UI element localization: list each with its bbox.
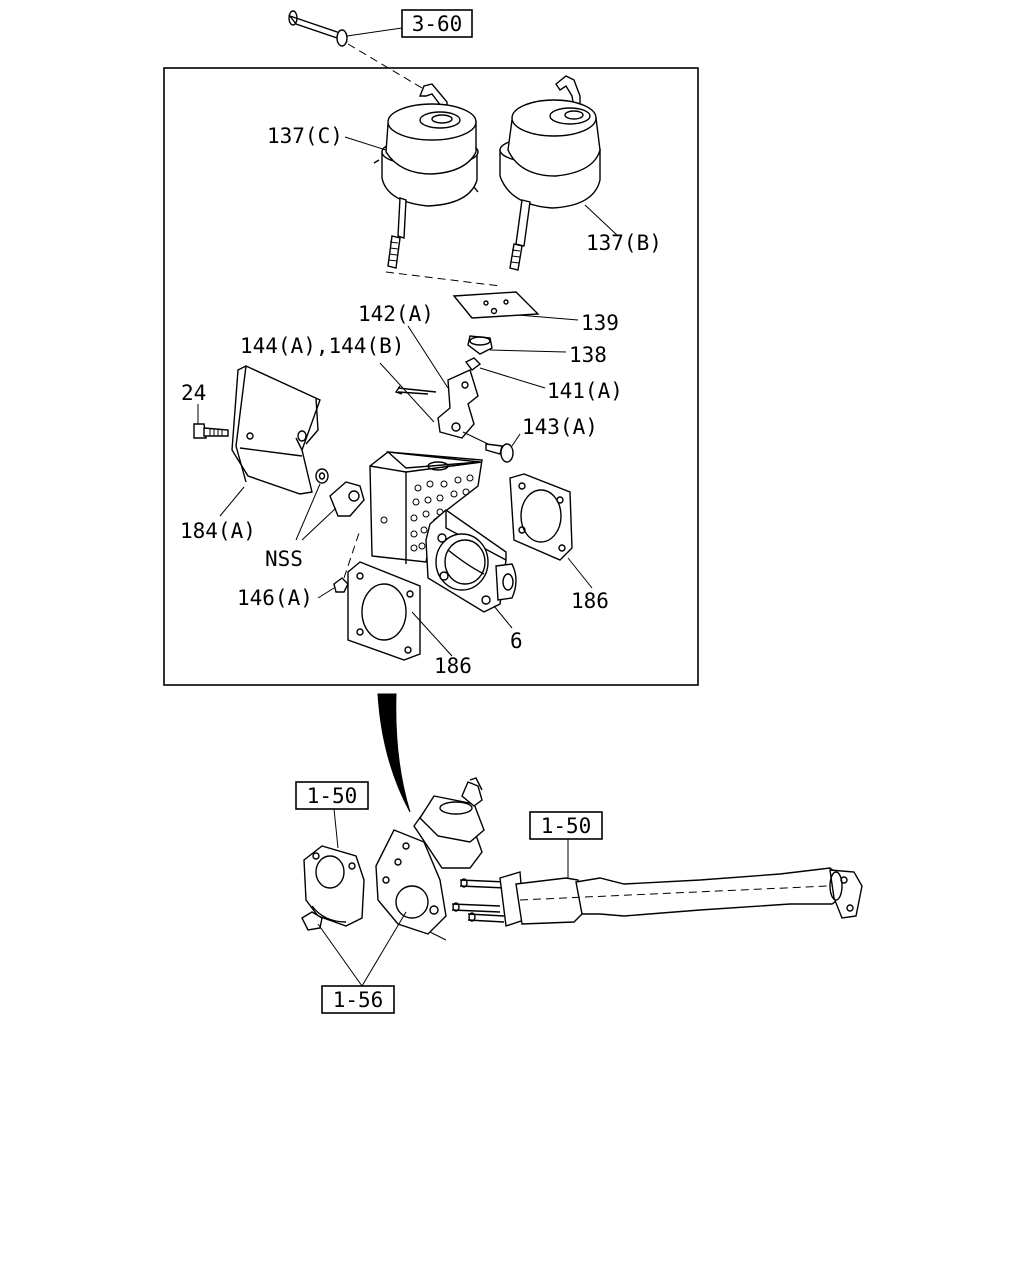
mounting-plate — [452, 291, 540, 319]
gasket-left — [347, 561, 421, 661]
ref-box-1-56[interactable]: 1-56 — [321, 985, 395, 1014]
label-186-left: 186 — [434, 654, 472, 678]
label-146a: 146(A) — [237, 586, 313, 610]
lever-arm — [437, 369, 479, 439]
label-186-right: 186 — [571, 589, 609, 613]
bolt-24 — [193, 423, 229, 439]
housing-bolt-holes — [380, 474, 474, 552]
bolt-143a — [485, 443, 514, 463]
label-137c: 137(C) — [267, 124, 343, 148]
ref-1-56-leader-a — [317, 923, 363, 987]
detail-frame — [163, 67, 699, 686]
assembled-exhaust-brake — [375, 777, 485, 935]
ref-box-1-50-left[interactable]: 1-50 — [295, 781, 369, 810]
nss-cam-plate — [329, 481, 365, 517]
label-6: 6 — [510, 629, 523, 653]
ref-box-1-50-left-label: 1-50 — [307, 784, 358, 808]
cotter-pin — [394, 385, 437, 395]
ref-1-56-leader-b — [361, 911, 407, 987]
nut-146a — [333, 577, 349, 593]
vacuum-actuator-c — [373, 83, 479, 269]
hose-leader-dashed — [347, 43, 423, 89]
valve-housing — [369, 451, 483, 564]
label-184a: 184(A) — [180, 519, 256, 543]
gasket-right — [509, 473, 573, 561]
label-138: 138 — [569, 343, 607, 367]
ref-box-1-56-label: 1-56 — [333, 988, 384, 1012]
label-141a: 141(A) — [547, 379, 623, 403]
exhaust-brake-flange — [425, 509, 517, 613]
flange-studs — [451, 878, 507, 923]
ref-box-3-60[interactable]: 3-60 — [401, 9, 473, 38]
label-143a: 143(A) — [522, 415, 598, 439]
label-142a: 142(A) — [358, 302, 434, 326]
label-nss: NSS — [265, 547, 303, 571]
vacuum-actuator-b — [499, 75, 601, 271]
vacuum-hose — [288, 10, 403, 47]
label-139: 139 — [581, 311, 619, 335]
ref-box-3-60-label: 3-60 — [412, 12, 463, 36]
ref-box-1-50-right[interactable]: 1-50 — [529, 811, 603, 840]
heat-shield-bracket — [231, 365, 321, 495]
exhaust-manifold-elbow — [303, 845, 365, 927]
nss-washer — [315, 468, 329, 484]
nut-141a — [464, 357, 482, 371]
label-24: 24 — [181, 381, 206, 405]
detail-pointer-arrow — [377, 693, 411, 813]
bushing-138 — [467, 335, 493, 355]
label-144a-144b: 144(A),144(B) — [240, 334, 404, 358]
front-exhaust-pipe — [499, 867, 863, 927]
label-137b: 137(B) — [586, 231, 662, 255]
manifold-nut — [301, 911, 323, 931]
ref-box-1-50-right-label: 1-50 — [541, 814, 592, 838]
